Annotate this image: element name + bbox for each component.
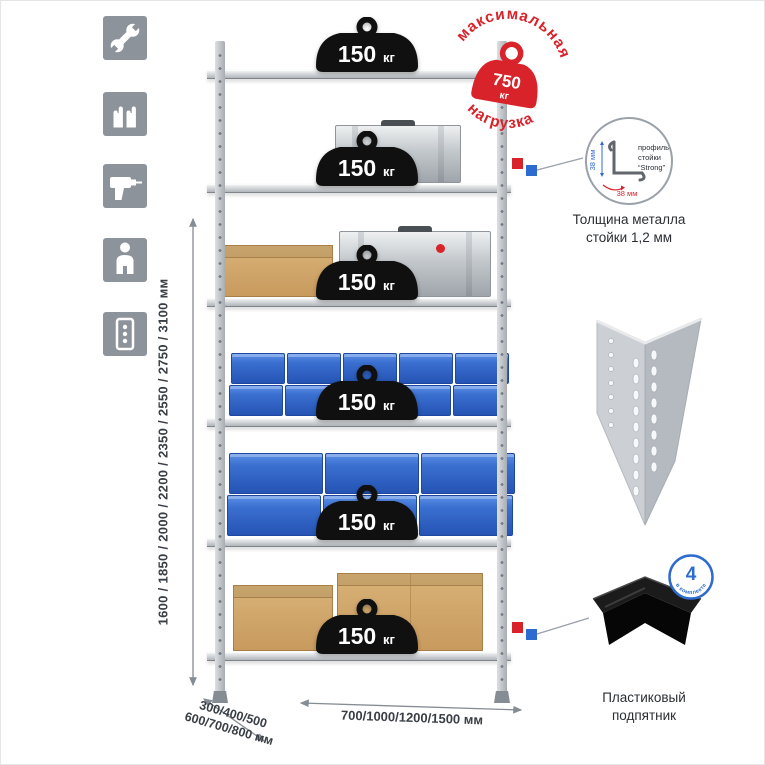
connector-square-red [512,622,523,633]
stamp-unit: кг [499,90,510,102]
foot-caption: Пластиковый подпятник [559,689,729,724]
shelf-load-badge: 150 кг [316,365,418,420]
cardboard-box [233,585,333,651]
profile-dim-vertical: 38 мм [588,150,597,171]
drill-glyph [110,177,142,200]
profile-caption-line1: Толщина металла [572,212,686,227]
shelf-load-value: 150 [338,155,376,181]
storage-bin [229,453,323,494]
profile-caption: Толщина металла стойки 1,2 мм [545,211,713,246]
person-height-icon [103,238,147,282]
storage-bin [227,495,321,536]
rack-post-left [215,41,225,693]
shelf-load-unit: кг [383,632,396,647]
height-dimension-label: 1600 / 1850 / 2000 / 2200 / 2350 / 2550 … [151,215,175,689]
shelf-load-unit: кг [383,50,396,65]
stamp-weight-handle [499,41,524,66]
profile-label-line3: “Strong” [638,163,666,172]
wrench-icon [103,16,147,60]
shelf-load-value: 150 [338,41,376,67]
rack-foot-right [494,691,510,703]
profile-label-line2: стойки [638,153,661,162]
stamp-weight-body [471,59,538,109]
shelf-load-badge: 150 кг [316,485,418,540]
height-values: 1600 / 1850 / 2000 / 2200 / 2350 / 2550 … [155,278,171,626]
work-gloves-icon [103,92,147,136]
person-glyph [116,242,134,274]
profile-connector-line [536,157,584,171]
shelf-load-value: 150 [338,623,376,649]
profile-drawing: 38 мм 38 мм профиль стойки “Strong” [588,140,669,198]
case-rib [438,126,444,182]
foot-caption-line1: Пластиковый [602,690,686,705]
width-dimension-label: 700/1000/1200/1500 мм [299,706,525,729]
box-flap [224,246,332,258]
rack-post-right [497,41,507,693]
shelf-load-value: 150 [338,269,376,295]
plastic-foot-image [592,576,702,645]
bin-row-back [231,353,509,384]
included-count-badge: 4 в комплекте [668,554,714,600]
shelf-load-value: 150 [338,509,376,535]
shelf-load-unit: кг [383,164,396,179]
shelf-load-badge: 150 кг [316,599,418,654]
shelf-load-badge: 150 кг [316,17,418,72]
storage-bin [287,353,341,384]
case-handle [381,120,415,126]
shelf-load-badge: 150 кг [316,245,418,300]
storage-bin [399,353,453,384]
gloves-glyph [112,105,137,129]
connector-square-blue [526,629,537,640]
shelf-load-unit: кг [383,518,396,533]
connector-square-red [512,158,523,169]
case-label-dot [436,244,445,253]
stamp-value: 750 [491,70,522,94]
count-badge-value: 4 [686,564,697,585]
wrench-glyph [108,21,142,55]
shelf-load-badge: 150 кг [316,131,418,186]
storage-bin [231,353,285,384]
cardboard-box [223,245,333,297]
depth-dimension-label: 300/400/500 600/700/800 мм [167,690,294,753]
shelf-load-value: 150 [338,389,376,415]
profile-label-line1: профиль [638,143,669,152]
max-load-stamp: максимальная нагрузка 750 кг [452,1,580,138]
foot-caption-line2: подпятник [611,707,677,723]
profile-caption-line2: стойки 1,2 мм [585,229,673,245]
box-crease [410,574,411,650]
shelf-load-unit: кг [383,398,396,413]
perforated-profile-icon [103,312,147,356]
profile-dim-horizontal: 38 мм [617,189,638,198]
width-values: 700/1000/1200/1500 мм [340,707,484,728]
connector-square-blue [526,165,537,176]
drill-icon [103,164,147,208]
storage-bin [229,385,283,416]
shelf-load-unit: кг [383,278,396,293]
case-handle [398,226,432,232]
profile-glyph [115,317,135,351]
box-flap [234,586,332,598]
profile-callout: 38 мм 38 мм профиль стойки “Strong” [585,117,673,205]
corner-post-image [596,317,702,526]
case-rib [466,232,472,296]
